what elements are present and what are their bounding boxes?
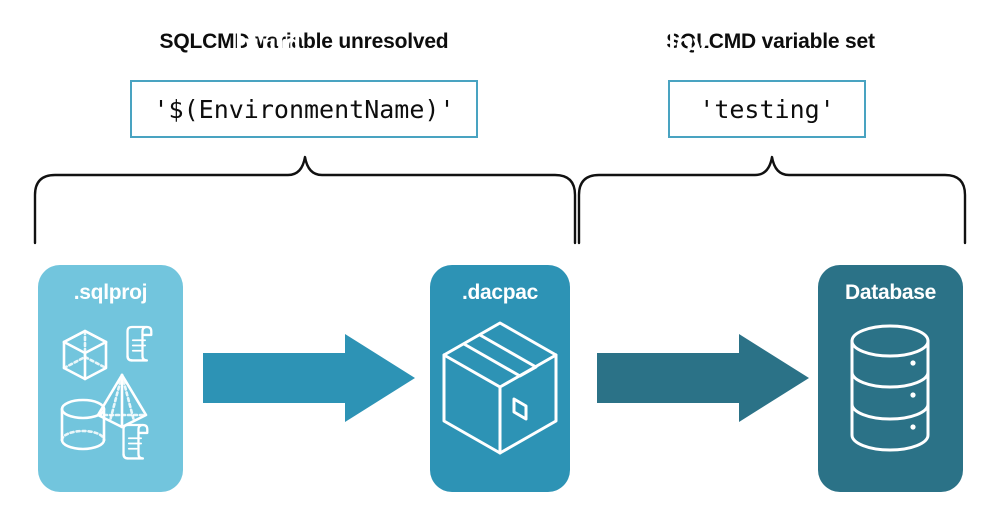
code-text-set: 'testing' bbox=[699, 94, 835, 124]
code-text-unresolved: '$(EnvironmentName)' bbox=[153, 94, 455, 124]
card-label-sqlproj: .sqlproj bbox=[73, 281, 148, 304]
section-heading-set: SQLCMD variable set bbox=[666, 30, 875, 53]
card-sqlproj[interactable]: .sqlproj bbox=[38, 265, 183, 492]
arrow-deploy bbox=[597, 334, 809, 422]
package-box-icon bbox=[442, 321, 558, 455]
brace-unresolved-icon bbox=[30, 155, 580, 245]
database-cylinder-icon bbox=[850, 324, 930, 452]
card-dacpac[interactable]: .dacpac bbox=[430, 265, 570, 492]
brace-set-icon bbox=[574, 155, 970, 245]
code-box-unresolved: '$(EnvironmentName)' bbox=[130, 80, 478, 138]
project-contents-icon bbox=[60, 325, 153, 460]
code-box-set: 'testing' bbox=[668, 80, 866, 138]
card-label-dacpac: .dacpac bbox=[461, 281, 539, 304]
card-label-database: Database bbox=[845, 281, 936, 304]
card-database[interactable]: Database bbox=[818, 265, 963, 492]
arrow-build bbox=[203, 334, 415, 422]
section-heading-unresolved: SQLCMD variable unresolved bbox=[159, 30, 449, 53]
